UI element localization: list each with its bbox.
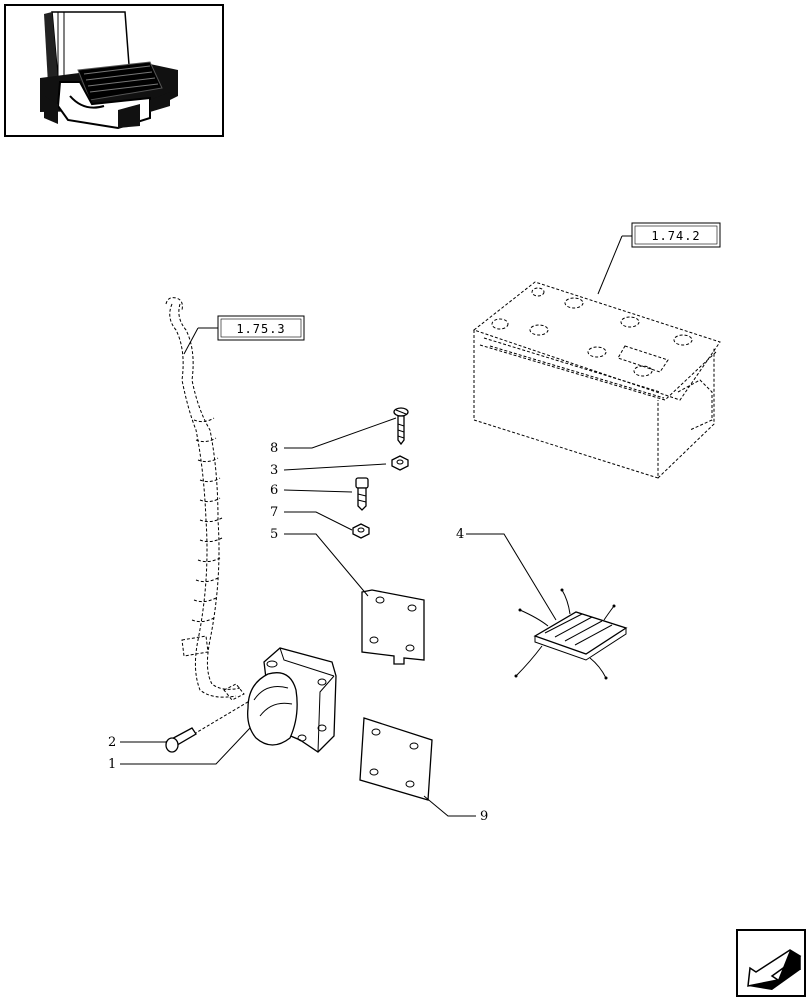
plate-item-5[interactable] [361,589,425,665]
socket-part[interactable] [247,647,337,753]
callout-1: 1 [108,757,116,772]
nut-item-7[interactable] [352,523,370,539]
heater-pad-item-4[interactable] [514,588,628,680]
screw-item-2[interactable] [164,727,197,753]
callout-4: 4 [456,527,464,542]
gasket-item-9[interactable] [359,717,433,801]
battery-compartment-thumbnail[interactable] [4,4,224,137]
ref-box-battery[interactable]: 1.74.2 [597,222,721,295]
ref-box-wiring[interactable]: 1.75.3 [183,315,305,355]
screw-item-8[interactable] [393,407,409,446]
callout-7: 7 [270,505,278,520]
leader-lines [120,417,557,817]
ref-label-battery: 1.74.2 [651,229,700,243]
callout-6: 6 [270,483,278,498]
previous-page-arrow-icon[interactable] [736,929,806,997]
callout-2: 2 [108,735,116,750]
callout-numbers: 1 2 3 4 5 6 7 8 9 [108,441,488,824]
ref-label-wiring: 1.75.3 [236,322,285,336]
callout-5: 5 [270,527,278,542]
screw-item-6[interactable] [355,477,369,511]
battery-outline [472,281,721,479]
callout-3: 3 [270,463,278,478]
nut-item-3[interactable] [391,455,409,471]
callout-8: 8 [270,441,278,456]
callout-9: 9 [480,809,488,824]
wiring-harness [165,297,245,701]
